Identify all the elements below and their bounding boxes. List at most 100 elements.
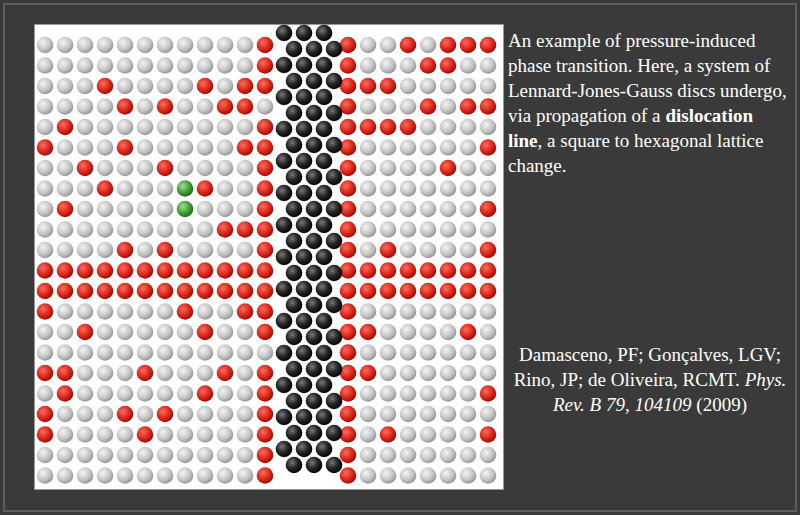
grey-disc <box>137 180 154 197</box>
grey-disc <box>480 406 497 423</box>
grey-disc <box>360 160 377 177</box>
grey-disc <box>400 344 417 361</box>
grey-disc <box>400 78 417 95</box>
black-disc <box>286 169 303 186</box>
grey-disc <box>97 426 114 443</box>
grey-disc <box>420 242 437 259</box>
grey-disc <box>440 78 457 95</box>
red-disc <box>257 385 274 402</box>
grey-disc <box>57 344 74 361</box>
red-disc <box>480 201 497 218</box>
black-disc <box>306 457 323 474</box>
grey-disc <box>217 201 234 218</box>
grey-disc <box>117 160 134 177</box>
grey-disc <box>440 406 457 423</box>
red-disc <box>57 365 74 382</box>
grey-disc <box>217 303 234 320</box>
grey-disc <box>77 467 94 484</box>
grey-disc <box>360 344 377 361</box>
red-disc <box>237 98 254 115</box>
grey-disc <box>237 324 254 341</box>
grey-disc <box>97 37 114 54</box>
red-disc <box>480 98 497 115</box>
red-disc <box>117 139 134 156</box>
red-disc <box>480 262 497 279</box>
grey-disc <box>460 180 477 197</box>
red-disc <box>480 139 497 156</box>
red-disc <box>177 283 194 300</box>
black-disc <box>276 313 293 330</box>
black-disc <box>306 393 323 410</box>
grey-disc <box>117 57 134 74</box>
red-disc <box>480 426 497 443</box>
grey-disc <box>137 221 154 238</box>
grey-disc <box>37 201 54 218</box>
grey-disc <box>177 242 194 259</box>
red-disc <box>197 262 214 279</box>
grey-disc <box>400 160 417 177</box>
red-disc <box>340 180 357 197</box>
black-disc <box>316 217 333 234</box>
grey-disc <box>480 324 497 341</box>
grey-disc <box>380 57 397 74</box>
black-disc <box>286 425 303 442</box>
grey-disc <box>480 467 497 484</box>
grey-disc <box>57 303 74 320</box>
grey-disc <box>400 365 417 382</box>
black-disc <box>326 233 343 250</box>
black-disc <box>316 345 333 362</box>
grey-disc <box>117 324 134 341</box>
grey-disc <box>137 201 154 218</box>
black-disc <box>316 313 333 330</box>
grey-disc <box>380 406 397 423</box>
red-disc <box>97 262 114 279</box>
grey-disc <box>157 467 174 484</box>
black-disc <box>326 201 343 218</box>
grey-disc <box>217 78 234 95</box>
green-disc <box>177 180 194 197</box>
red-disc <box>380 283 397 300</box>
grey-disc <box>57 221 74 238</box>
caption-text: , a square to hexagonal lattice change. <box>508 130 763 176</box>
grey-disc <box>440 447 457 464</box>
red-disc <box>117 262 134 279</box>
grey-disc <box>37 180 54 197</box>
black-disc <box>276 281 293 298</box>
grey-disc <box>380 467 397 484</box>
grey-disc <box>440 98 457 115</box>
grey-disc <box>137 467 154 484</box>
black-disc <box>326 329 343 346</box>
grey-disc <box>400 467 417 484</box>
black-disc <box>316 57 333 74</box>
red-disc <box>37 406 54 423</box>
black-disc <box>286 73 303 90</box>
grey-disc <box>440 365 457 382</box>
grey-disc <box>37 37 54 54</box>
grey-disc <box>217 37 234 54</box>
red-disc <box>440 283 457 300</box>
red-disc <box>257 242 274 259</box>
black-disc <box>306 201 323 218</box>
grey-disc <box>257 98 274 115</box>
grey-disc <box>57 78 74 95</box>
black-disc <box>306 169 323 186</box>
grey-disc <box>460 201 477 218</box>
grey-disc <box>37 447 54 464</box>
grey-disc <box>157 426 174 443</box>
black-disc <box>296 185 313 202</box>
red-disc <box>257 180 274 197</box>
grey-disc <box>440 467 457 484</box>
red-disc <box>340 139 357 156</box>
red-disc <box>257 160 274 177</box>
grey-disc <box>380 303 397 320</box>
grey-disc <box>77 365 94 382</box>
grey-disc <box>57 139 74 156</box>
black-disc <box>276 153 293 170</box>
grey-disc <box>77 57 94 74</box>
disc-group <box>37 25 497 484</box>
grey-disc <box>480 303 497 320</box>
grey-disc <box>440 242 457 259</box>
red-disc <box>257 283 274 300</box>
grey-disc <box>400 406 417 423</box>
grey-disc <box>440 426 457 443</box>
